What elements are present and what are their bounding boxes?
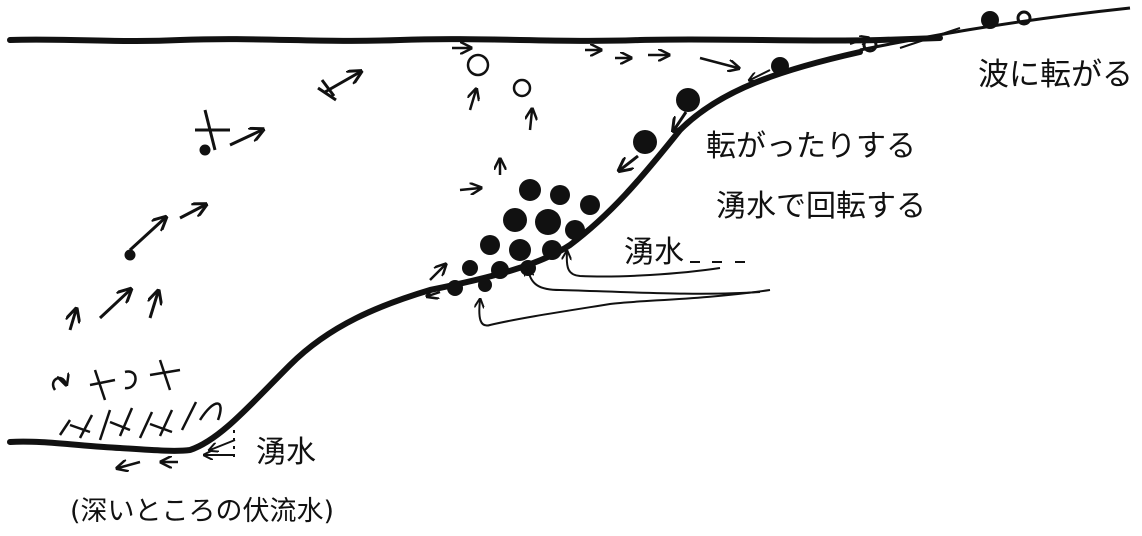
label-spring-bottom: 湧水 xyxy=(256,435,316,470)
label-deep-underflow: (深いところの伏流水) xyxy=(70,496,335,527)
label-spring-mid: 湧水 xyxy=(624,235,684,270)
label-spring-rotation: 湧水で回転する xyxy=(716,189,926,224)
label-rolled-by-waves: 波に転がる xyxy=(978,57,1133,93)
spring-flow-bottom xyxy=(205,430,236,462)
lake-bed-profile xyxy=(7,49,863,454)
bottom-debris xyxy=(51,359,222,468)
water-surface-line xyxy=(7,35,943,44)
suspended-particles xyxy=(428,48,738,296)
slope-stones xyxy=(620,57,789,170)
beach-slope-line xyxy=(859,6,1131,52)
spring-flow-mid xyxy=(479,252,771,327)
drifting-particles xyxy=(70,72,360,331)
shore-stones xyxy=(849,10,1032,53)
rotating-stone-cluster xyxy=(447,179,600,296)
label-rolling: 転がったりする xyxy=(706,129,916,164)
